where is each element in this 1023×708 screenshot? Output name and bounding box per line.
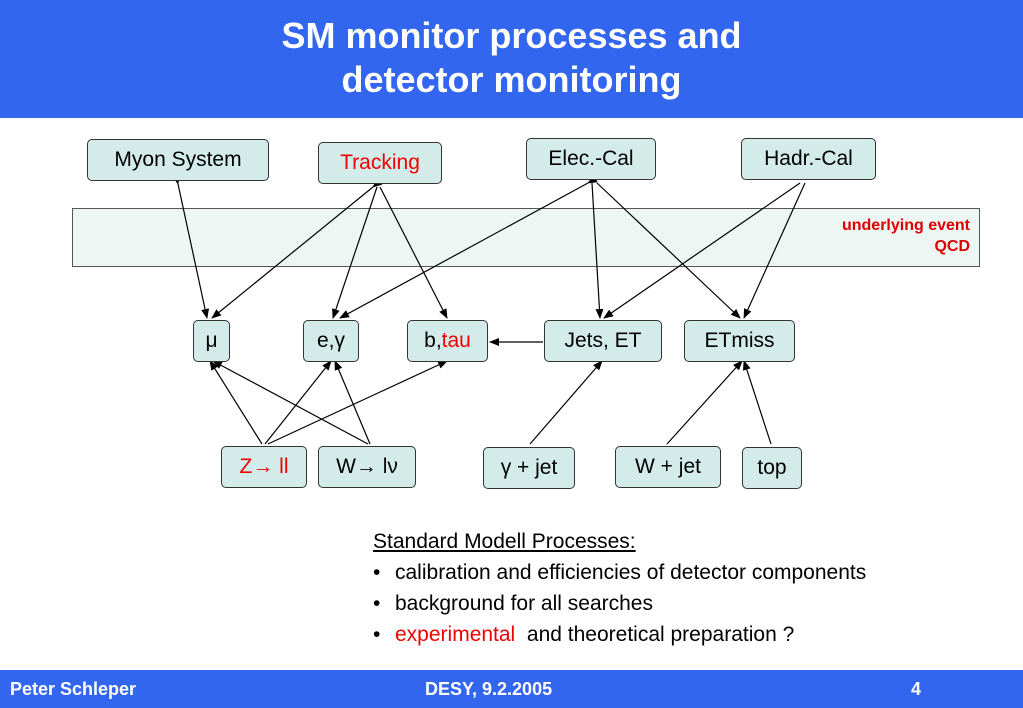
- notes-item-background: • background for all searches: [373, 588, 866, 619]
- node-etmiss-label: ETmiss: [704, 329, 775, 352]
- node-w-lnu: W→ lν: [318, 446, 416, 488]
- node-gamma-jet: γ + jet: [483, 447, 575, 489]
- bullet-dot: •: [373, 561, 381, 584]
- notes-item-experimental: experimental: [395, 623, 516, 646]
- arrow-eleccal-etmiss: [596, 182, 741, 319]
- notes-heading: Standard Modell Processes:: [373, 530, 636, 553]
- node-top-label: top: [757, 456, 787, 479]
- footer-bar: Peter Schleper DESY, 9.2.2005 4: [0, 670, 1023, 708]
- node-hadr-cal: Hadr.-Cal: [741, 138, 876, 180]
- arrow-eleccal-egamma: [339, 175, 598, 319]
- node-b-prefix: b,: [424, 329, 442, 352]
- band-label-line-1: underlying event: [841, 217, 970, 234]
- node-jets-et: Jets, ET: [544, 320, 662, 362]
- arrow-z-egamma: [264, 360, 332, 445]
- node-e-gamma: e,γ: [303, 320, 359, 362]
- node-myon-system: Myon System: [87, 139, 269, 181]
- node-etmiss: ETmiss: [684, 320, 795, 362]
- node-top: top: [742, 447, 802, 489]
- arrow-tracking-mu: [211, 178, 383, 319]
- arrow-tracking-egamma: [332, 186, 378, 319]
- slide-title: SM monitor processes and detector monito…: [0, 14, 1023, 102]
- title-line-1: SM monitor processes and: [281, 15, 742, 56]
- node-z-ll-label: Z→ ll: [239, 455, 289, 478]
- notes-item-preparation: • experimental and theoretical preparatio…: [373, 619, 866, 650]
- node-tau-label: tau: [441, 329, 471, 352]
- node-mu: μ: [193, 320, 230, 362]
- arrow-gammajet-jets: [529, 360, 603, 445]
- footer-event: DESY, 9.2.2005: [425, 679, 553, 699]
- arrow-w-mu: [212, 360, 369, 445]
- footer-page-number: 4: [911, 679, 922, 699]
- node-myon-system-label: Myon System: [114, 148, 242, 171]
- notes-item-preparation-text: and theoretical preparation ?: [526, 623, 795, 646]
- arrow-hadrcal-etmiss: [743, 182, 806, 319]
- band-label-line-2: QCD: [934, 238, 970, 255]
- arrow-tracking-b: [379, 186, 448, 319]
- node-gamma-jet-label: γ + jet: [500, 456, 558, 479]
- node-tracking: Tracking: [318, 142, 442, 184]
- arrow-z-mu: [209, 360, 263, 445]
- arrow-eleccal-jets: [591, 182, 604, 319]
- bullet-dot: •: [373, 592, 381, 615]
- arrow-z-b: [267, 360, 448, 445]
- node-elec-cal-label: Elec.-Cal: [548, 147, 634, 170]
- node-w-jet-label: W + jet: [635, 455, 701, 478]
- notes-block: Standard Modell Processes: • calibration …: [373, 526, 866, 650]
- bullet-dot: •: [373, 623, 381, 646]
- title-line-2: detector monitoring: [341, 59, 682, 100]
- footer-author: Peter Schleper: [10, 679, 137, 699]
- notes-item-calibration-text: calibration and efficiencies of detector…: [395, 561, 867, 584]
- notes-item-background-text: background for all searches: [395, 592, 653, 615]
- arrow-hadrcal-jets: [603, 182, 801, 319]
- node-hadr-cal-label: Hadr.-Cal: [764, 147, 853, 170]
- node-mu-label: μ: [205, 329, 218, 352]
- notes-item-calibration: • calibration and efficiencies of detecto…: [373, 557, 866, 588]
- node-e-gamma-label: e,γ: [316, 329, 345, 352]
- arrow-w-egamma: [334, 360, 371, 445]
- node-jets-et-label: Jets, ET: [564, 329, 642, 352]
- node-w-lnu-label: W→ lν: [336, 455, 398, 478]
- node-z-ll: Z→ ll: [221, 446, 307, 488]
- node-w-jet: W + jet: [615, 446, 721, 488]
- node-tracking-label: Tracking: [340, 151, 420, 174]
- arrow-myon-mu: [172, 174, 210, 319]
- node-b-tau: b,tau: [407, 320, 488, 362]
- arrow-wjet-etmiss: [666, 360, 743, 445]
- underlying-event-label: underlying event QCD: [842, 215, 970, 257]
- node-elec-cal: Elec.-Cal: [526, 138, 656, 180]
- arrow-top-etmiss: [742, 360, 772, 445]
- title-bar: SM monitor processes and detector monito…: [0, 0, 1023, 118]
